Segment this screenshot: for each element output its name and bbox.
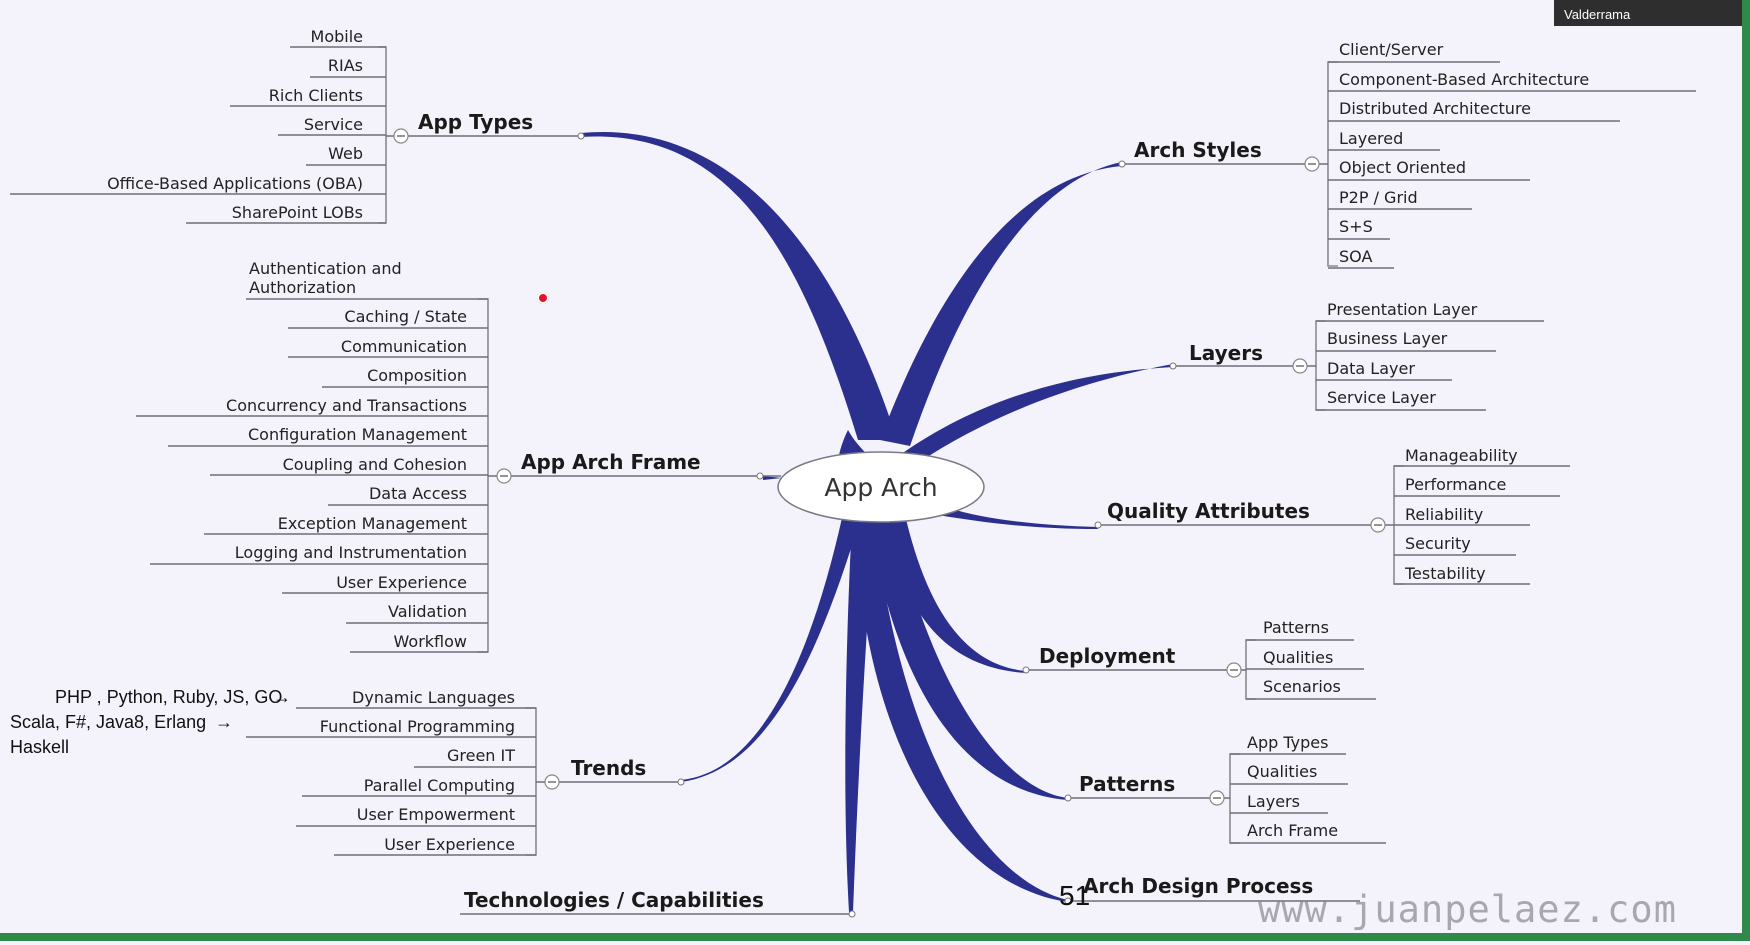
annotation-arrow-2: → [215,712,233,732]
trends-item-user-experience: User Experience [384,835,515,854]
app-types-item-service: Service [304,115,363,134]
center-node-label: App Arch [824,473,937,502]
annotation-arrow-1: → [273,687,291,707]
frame-item-workflow: Workflow [394,632,467,651]
center-node[interactable]: App Arch [777,451,985,523]
trends-item-green-it: Green IT [447,746,515,765]
quality-item-performance: Performance [1405,475,1506,494]
arch-styles-item-p2p: P2P / Grid [1339,188,1418,207]
frame-item-caching: Caching / State [344,307,467,326]
branch-patterns: App Types Qualities Layers Arch Frame Pa… [1064,733,1386,844]
participant-name-overlay: Valderrama [1554,0,1750,26]
participant-name: Valderrama [1564,7,1631,22]
arm-technologies [845,520,875,912]
arch-styles-item-s-plus-s: S+S [1339,217,1373,236]
arm-layers [900,364,1173,463]
share-border-right [1742,0,1750,941]
trends-label[interactable]: Trends [571,756,646,780]
app-types-item-sharepoint: SharePoint LOBs [232,203,363,222]
deployment-item-patterns: Patterns [1263,618,1329,637]
frame-item-authentication-line: Authentication and [249,259,402,278]
quality-item-manageability: Manageability [1405,446,1518,465]
frame-item-validation: Validation [388,602,467,621]
quality-attributes-label[interactable]: Quality Attributes [1107,499,1310,523]
app-types-item-rich-clients: Rich Clients [269,86,363,105]
branch-app-types: Mobile RIAs Rich Clients Service Web Off… [10,27,585,224]
arch-styles-item-object-oriented: Object Oriented [1339,158,1466,177]
arm-patterns [870,525,1068,800]
frame-item-communication: Communication [341,337,467,356]
arm-trends [681,518,860,782]
arch-styles-item-soa: SOA [1339,247,1372,266]
arm-app-arch-frame [763,476,782,480]
app-types-label[interactable]: App Types [418,110,533,134]
branch-arch-styles: Client/Server Component-Based Architectu… [1118,40,1696,269]
frame-item-configuration: Configuration Management [248,425,467,444]
arch-styles-item-distributed: Distributed Architecture [1339,99,1531,118]
frame-item-exception: Exception Management [278,514,467,533]
annotation-functional-languages: Scala, F#, Java8, Erlang [10,712,206,732]
branch-technologies: Technologies / Capabilities [460,888,856,918]
frame-item-composition: Composition [367,366,467,385]
share-border-bottom [0,933,1750,941]
app-arch-frame-label[interactable]: App Arch Frame [521,450,701,474]
annotation-functional-languages-2: Haskell [10,737,69,757]
deployment-item-qualities: Qualities [1263,648,1333,667]
branch-arch-design-process: Arch Design Process [1064,874,1360,905]
arm-quality [938,505,1098,529]
branch-trends: Dynamic Languages Functional Programming… [246,688,685,856]
patterns-item-arch-frame: Arch Frame [1247,821,1338,840]
layers-item-service: Service Layer [1327,388,1436,407]
branch-quality-attributes: Manageability Performance Reliability Se… [1094,446,1570,585]
frame-item-logging: Logging and Instrumentation [235,543,467,562]
branch-deployment: Patterns Qualities Scenarios Deployment [1022,618,1376,700]
arch-styles-item-layered: Layered [1339,129,1403,148]
layers-item-business: Business Layer [1327,329,1448,348]
deployment-item-scenarios: Scenarios [1263,677,1341,696]
app-types-item-mobile: Mobile [311,27,363,46]
presenter-annotations: PHP , Python, Ruby, JS, GO → Scala, F#, … [10,687,291,757]
patterns-item-app-types: App Types [1247,733,1328,752]
quality-item-security: Security [1405,534,1471,553]
annotation-dynamic-languages: PHP , Python, Ruby, JS, GO [55,687,282,707]
arm-arch-styles [880,162,1122,446]
arch-styles-item-client-server: Client/Server [1339,40,1444,59]
trends-item-parallel: Parallel Computing [364,776,515,795]
frame-item-authentication: Authentication and Authorization [249,259,407,297]
trends-item-dynamic-languages: Dynamic Languages [352,688,515,707]
frame-item-concurrency: Concurrency and Transactions [226,396,467,415]
layers-item-data: Data Layer [1327,359,1415,378]
arch-design-process-label[interactable]: Arch Design Process [1083,874,1313,898]
frame-item-user-experience: User Experience [336,573,467,592]
quality-item-testability: Testability [1404,564,1486,583]
arch-styles-label[interactable]: Arch Styles [1134,138,1262,162]
frame-item-data-access: Data Access [369,484,467,503]
arm-process [855,525,1068,902]
deployment-label[interactable]: Deployment [1039,644,1176,668]
quality-item-reliability: Reliability [1405,505,1483,524]
patterns-label[interactable]: Patterns [1079,772,1175,796]
technologies-label[interactable]: Technologies / Capabilities [464,888,764,912]
branch-app-arch-frame: Authentication and Authorization Caching… [136,259,778,653]
patterns-item-qualities: Qualities [1247,762,1317,781]
laser-pointer-dot [537,292,549,304]
mind-map-arms [581,131,1173,912]
slide-page-number: 51 [1059,880,1090,911]
app-types-item-oba: Office-Based Applications (OBA) [107,174,363,193]
branch-layers: Presentation Layer Business Layer Data L… [1169,300,1544,411]
app-types-item-rias: RIAs [328,56,363,75]
app-types-item-web: Web [328,144,363,163]
layers-label[interactable]: Layers [1189,341,1263,365]
arm-app-types [581,131,897,440]
watermark-url: www.juanpelaez.com [1258,888,1677,931]
frame-item-authentication-line2: Authorization [249,278,356,297]
arch-styles-item-component: Component-Based Architecture [1339,70,1589,89]
patterns-item-layers: Layers [1247,792,1300,811]
layers-item-presentation: Presentation Layer [1327,300,1478,319]
trends-item-empowerment: User Empowerment [357,805,515,824]
trends-item-functional: Functional Programming [320,717,515,736]
frame-item-coupling: Coupling and Cohesion [283,455,467,474]
